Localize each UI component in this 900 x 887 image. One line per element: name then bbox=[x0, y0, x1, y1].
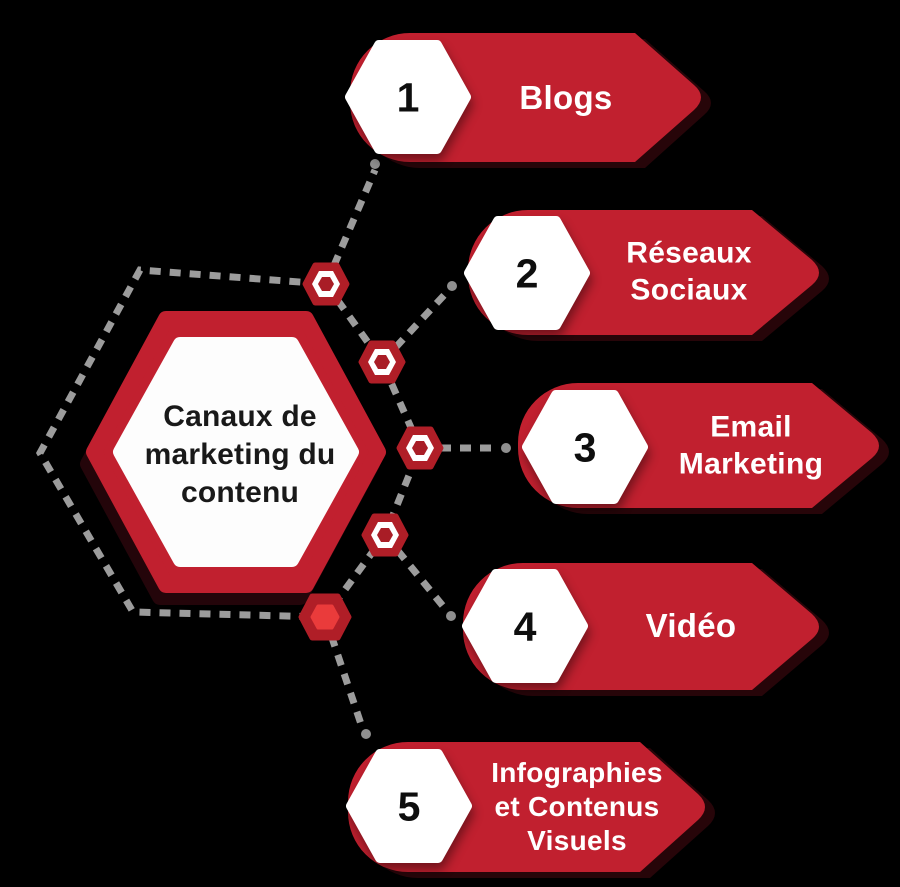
hex-node-5 bbox=[298, 593, 352, 641]
banner-1 bbox=[345, 33, 711, 168]
banner-1-number-hexagon bbox=[345, 40, 471, 154]
banner-5 bbox=[346, 742, 715, 878]
item-1-number: 1 bbox=[396, 74, 420, 121]
end-dot-1 bbox=[370, 159, 380, 169]
banner-4-number-hexagon bbox=[462, 569, 588, 683]
item-3-number: 3 bbox=[573, 424, 597, 471]
hex-node-2-core bbox=[374, 355, 390, 369]
hex-node-4-core bbox=[377, 528, 393, 542]
hex-node-1-core bbox=[318, 277, 334, 291]
item-2-label: Réseaux Sociaux bbox=[626, 236, 752, 306]
hex-node-1 bbox=[302, 262, 350, 306]
item-1-label: Blogs bbox=[519, 78, 613, 116]
item-4-number: 4 bbox=[513, 603, 537, 650]
end-dot-5 bbox=[361, 729, 371, 739]
connector-line-4 bbox=[382, 532, 450, 614]
end-dot-4 bbox=[446, 611, 456, 621]
banner-2-number-hexagon bbox=[464, 216, 590, 330]
central-title: Canaux de marketing du contenu bbox=[144, 399, 336, 510]
banner-4 bbox=[462, 563, 829, 696]
item-5-label: Infographies et Contenus Visuels bbox=[491, 756, 663, 857]
connector-end-dots bbox=[361, 159, 511, 739]
banner-5-number-hexagon bbox=[346, 749, 472, 863]
hex-node-2 bbox=[358, 340, 406, 384]
item-5-number: 5 bbox=[397, 783, 421, 830]
connector-line-2 bbox=[379, 288, 451, 365]
banner-3 bbox=[518, 383, 889, 514]
banner-2 bbox=[464, 210, 829, 341]
hex-node-5-core bbox=[310, 604, 340, 630]
item-4-label: Vidéo bbox=[645, 606, 737, 644]
central-hexagon bbox=[80, 311, 386, 605]
hex-node-3-core bbox=[412, 441, 428, 455]
central-hexagon-face bbox=[113, 337, 359, 567]
end-dot-2 bbox=[447, 281, 457, 291]
end-dot-3 bbox=[501, 443, 511, 453]
hex-node-4 bbox=[361, 513, 409, 557]
hex-node-3 bbox=[396, 426, 444, 470]
item-2-number: 2 bbox=[515, 250, 539, 297]
item-3-label: Email Marketing bbox=[678, 410, 824, 480]
banner-3-number-hexagon bbox=[522, 390, 648, 504]
